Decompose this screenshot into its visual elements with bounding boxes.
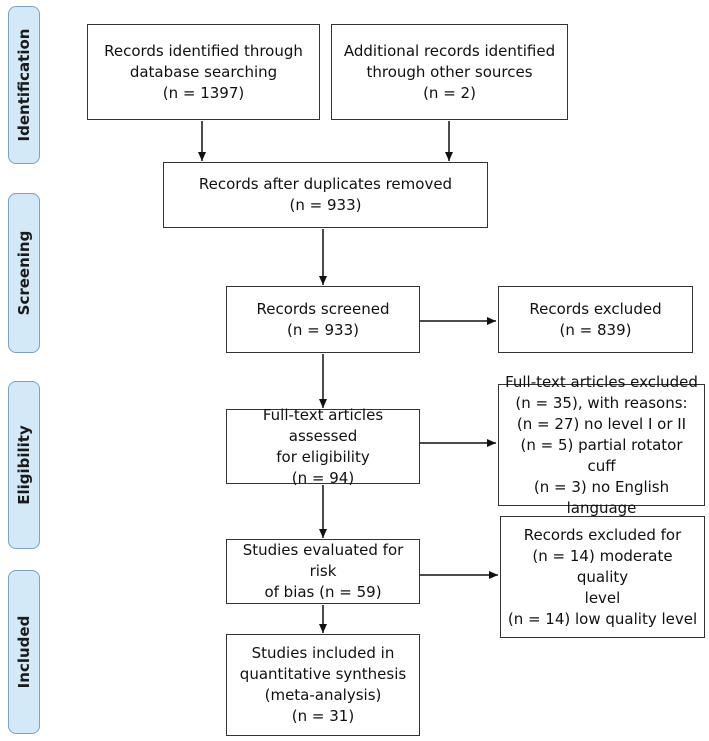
box-excluded-quality: Records excluded for (n = 14) moderate q… (500, 516, 705, 638)
box-line: Records identified through (104, 41, 303, 60)
phase-label: Eligibility (15, 425, 33, 505)
box-line: through other sources (366, 62, 533, 81)
box-line: Records excluded (529, 299, 662, 318)
box-line: of bias (n = 59) (264, 583, 382, 601)
phase-eligibility: Eligibility (8, 381, 40, 549)
box-line: (n = 14) low quality level (507, 609, 698, 628)
box-line: (n = 94) (291, 468, 355, 487)
box-after-duplicates: Records after duplicates removed (n = 93… (163, 162, 488, 228)
box-line: Studies evaluated for risk (242, 541, 404, 580)
box-line: Records screened (256, 299, 390, 318)
box-records-screened: Records screened (n = 933) (226, 286, 420, 353)
phase-label: Screening (15, 230, 33, 316)
box-line: Full-text articles excluded (505, 372, 698, 391)
box-line: (n = 1397) (162, 83, 245, 102)
box-line: (n = 35), with reasons: (515, 393, 688, 412)
box-line: (n = 933) (289, 196, 362, 214)
box-line: Additional records identified (343, 41, 556, 60)
box-database-records: Records identified through database sear… (87, 24, 320, 120)
box-line: (n = 839) (559, 320, 632, 339)
box-line: for eligibility (276, 447, 370, 466)
box-line: (n = 2) (423, 83, 476, 102)
box-fulltext-excluded: Full-text articles excluded (n = 35), wi… (498, 373, 705, 517)
box-records-excluded: Records excluded (n = 839) (498, 286, 693, 353)
box-line: Records after duplicates removed (198, 175, 453, 193)
box-line: (n = 31) (291, 707, 355, 725)
box-additional-records: Additional records identified through ot… (331, 24, 568, 120)
box-line: database searching (129, 62, 278, 81)
phase-identification: Identification (8, 6, 40, 164)
box-line: level (584, 588, 621, 607)
box-risk-of-bias: Studies evaluated for risk of bias (n = … (226, 539, 420, 604)
box-line: Full-text articles assessed (262, 405, 384, 445)
phase-label: Identification (15, 28, 33, 142)
box-line: (n = 27) no level I or II (516, 414, 687, 433)
phase-screening: Screening (8, 193, 40, 353)
box-line: Records excluded for (523, 525, 682, 544)
box-line: (n = 3) no English language (533, 477, 670, 517)
box-line: (meta-analysis) (264, 686, 382, 704)
box-line: (n = 14) moderate quality (532, 546, 673, 586)
phase-label: Included (15, 615, 33, 689)
box-line: Studies included in (251, 644, 395, 662)
box-fulltext-assessed: Full-text articles assessed for eligibil… (226, 406, 420, 487)
box-included-synthesis: Studies included in quantitative synthes… (226, 634, 420, 736)
box-line: quantitative synthesis (239, 665, 407, 683)
box-line: (n = 5) partial rotator cuff (520, 435, 683, 475)
box-line: (n = 933) (287, 320, 359, 339)
phase-included: Included (8, 570, 40, 734)
